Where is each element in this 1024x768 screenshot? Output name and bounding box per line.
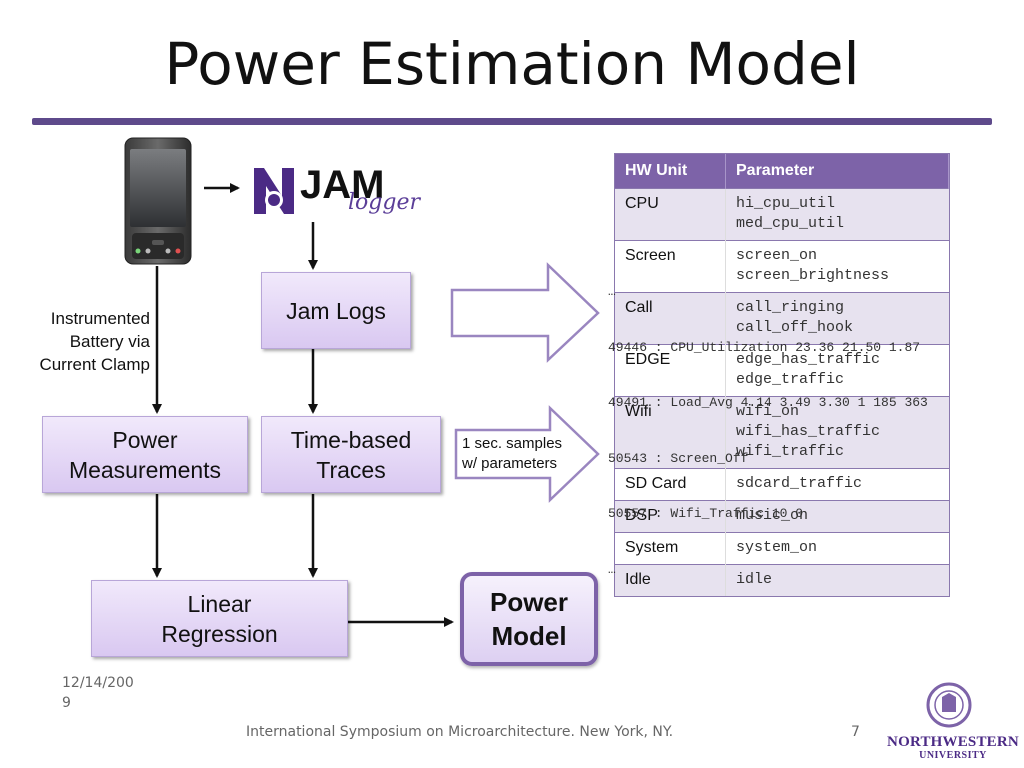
northwestern-n-icon: [254, 168, 294, 214]
title-divider: [32, 118, 992, 125]
page-title: Power Estimation Model: [164, 30, 860, 98]
parameter-name: screen_brightness: [736, 267, 890, 284]
parameter-cell: call_ringing call_off_hook: [725, 292, 949, 345]
parameter-name: screen_on: [736, 247, 818, 264]
table-row: System system_on: [615, 532, 949, 565]
log-line: 49491 : Load_Avg 4.14 3.49 3.30 1 185 36…: [608, 395, 928, 410]
northwestern-wordmark: NORTHWESTERN UNIVERSITY: [887, 734, 1019, 761]
table-row: Screen screen_on screen_brightness: [615, 240, 949, 293]
table-row: SD Card sdcard_traffic: [615, 468, 949, 501]
parameter-cell: music_on: [725, 500, 949, 533]
hw-unit-cell: Screen: [615, 240, 726, 293]
jam-logs-box: Jam Logs: [261, 272, 411, 349]
table-row: Wifi wifi_on wifi_has_traffic wifi_traffic: [615, 396, 949, 469]
parameter-name: edge_traffic: [736, 371, 845, 388]
logo-word: JAM: [300, 163, 385, 207]
hw-unit-cell: Call: [615, 292, 726, 345]
big-arrow-jamlogs: [450, 262, 600, 363]
parameter-name: call_off_hook: [736, 319, 854, 336]
log-line: 50543 : Screen_Off: [608, 450, 749, 466]
log-line: 50557 : Wifi_Traffic 10 0: [608, 506, 804, 521]
parameter-name: music_on: [736, 507, 809, 524]
hw-unit-cell: SD Card: [615, 468, 726, 501]
table-row: CPU hi_cpu_util med_cpu_util: [615, 188, 949, 241]
parameter-cell: sdcard_traffic: [725, 468, 949, 501]
northwestern-seal-icon: [926, 682, 972, 728]
parameter-cell: edge_has_traffic edge_traffic: [725, 344, 949, 397]
hw-unit-cell: DSP: [615, 500, 726, 533]
hw-unit-cell: Idle: [615, 564, 726, 596]
logo-script: logger: [348, 190, 420, 215]
table-row: Call call_ringing call_off_hook: [615, 292, 949, 345]
footer-date: 12/14/200 9: [62, 675, 134, 711]
hw-unit-cell: EDGE: [615, 344, 726, 397]
parameter-name: sdcard_traffic: [736, 475, 863, 492]
parameter-name: system_on: [736, 539, 818, 556]
header-parameter: Parameter: [725, 154, 949, 189]
big-arrow-samples: [454, 405, 600, 503]
log-line: 49446 : CPU_Utilization 23.36 21.50 1.87: [608, 339, 921, 355]
parameter-name: call_ringing: [736, 299, 845, 316]
parameter-name: wifi_on: [736, 403, 800, 420]
samples-label: 1 sec. samples w/ parameters: [462, 435, 563, 472]
hw-unit-cell: System: [615, 532, 726, 565]
hw-unit-cell: Wifi: [615, 396, 726, 469]
header-hw-unit: HW Unit: [615, 154, 726, 189]
parameter-name: idle: [736, 571, 773, 588]
ellipsis-top: …: [608, 284, 616, 299]
jam-logger-logo: JAM logger: [252, 164, 432, 220]
parameter-name: hi_cpu_util: [736, 195, 836, 212]
parameter-cell: idle: [725, 564, 949, 596]
parameter-name: wifi_traffic: [736, 443, 845, 460]
parameter-cell: wifi_on wifi_has_traffic wifi_traffic: [725, 396, 949, 469]
battery-label: Instrumented Battery via Current Clamp: [39, 309, 150, 374]
trace-log-excerpt: … 49446 : CPU_Utilization 23.36 21.50 1.…: [608, 246, 928, 598]
parameter-cell: system_on: [725, 532, 949, 565]
parameter-cell: screen_on screen_brightness: [725, 240, 949, 293]
parameter-name: wifi_has_traffic: [736, 423, 881, 440]
hw-parameter-table: HW Unit Parameter CPU hi_cpu_util med_cpu_…: [614, 153, 950, 597]
table-row: Idle idle: [615, 564, 949, 596]
parameter-cell: hi_cpu_util med_cpu_util: [725, 188, 949, 241]
parameter-name: med_cpu_util: [736, 215, 845, 232]
ellipsis-bottom: …: [608, 561, 616, 577]
page-number: 7: [851, 724, 860, 740]
table-header-row: HW Unit Parameter: [615, 154, 949, 189]
footer-venue: International Symposium on Microarchitec…: [246, 724, 674, 740]
phone-icon: [124, 137, 192, 265]
table-row: DSP music_on: [615, 500, 949, 533]
table-row: EDGE edge_has_traffic edge_traffic: [615, 344, 949, 397]
hw-unit-cell: CPU: [615, 188, 726, 241]
parameter-name: edge_has_traffic: [736, 351, 881, 368]
